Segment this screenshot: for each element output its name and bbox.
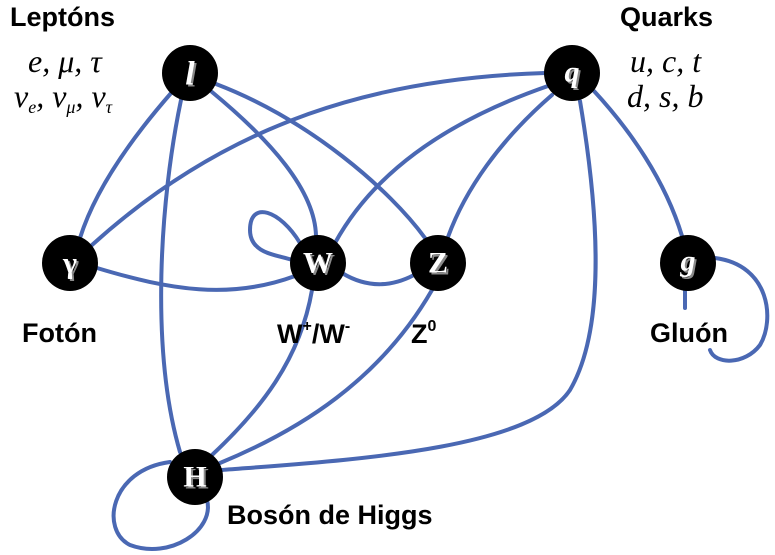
lepton-glyph: l (185, 56, 195, 93)
edge-quark-gluon (592, 89, 684, 238)
node-quark[interactable]: q q (544, 45, 600, 101)
node-photon[interactable]: γ γ (42, 235, 98, 291)
edges (78, 71, 770, 551)
edge-quark-z (446, 93, 554, 239)
node-lepton[interactable]: l l (162, 45, 218, 101)
node-higgs[interactable]: H H (167, 449, 223, 505)
edge-lepton-higgs (159, 98, 183, 454)
higgs-node-circle (167, 449, 223, 505)
quark-glyph: q (565, 56, 580, 89)
gluon-glyph-shadow: g (682, 247, 698, 280)
gluon-glyph: g (680, 245, 696, 278)
higgs-label: Bosón de Higgs (227, 500, 433, 530)
neutrino-mu: νμ (52, 78, 76, 117)
edge-lepton-w (210, 90, 318, 238)
edge-w-loop (247, 210, 302, 262)
w-glyph-shadow: W (305, 249, 335, 282)
lepton-node-circle (162, 45, 218, 101)
node-z-boson[interactable]: Z Z (410, 235, 466, 291)
leptons-charged-list: e, μ, τ (28, 43, 102, 79)
w-glyph: W (303, 247, 333, 280)
neutrino-e: νe (14, 78, 37, 117)
z-boson-label: Z0 (411, 318, 437, 349)
edge-w-higgs (210, 288, 314, 457)
quark-node-circle (544, 45, 600, 101)
edge-quark-photon (90, 71, 547, 247)
photon-glyph-shadow: γ (64, 249, 79, 282)
edge-gluon-loop (708, 256, 770, 363)
quarks-up-list: u, c, t (630, 43, 702, 79)
edge-w-z (340, 271, 416, 287)
higgs-glyph: H (183, 461, 206, 494)
z-glyph: Z (428, 247, 448, 280)
quarks-down-list: d, s, b (627, 78, 704, 114)
photon-node-circle (42, 235, 98, 291)
quarks-title: Quarks (620, 2, 714, 32)
z-glyph-shadow: Z (430, 249, 450, 282)
leptons-neutrino-list: νe, νμ, ντ (14, 78, 113, 117)
edge-quark-higgs (220, 99, 598, 472)
edge-lepton-z (214, 82, 427, 240)
photon-glyph: γ (62, 247, 77, 280)
w-node-circle (290, 235, 346, 291)
edge-photon-w (95, 266, 297, 292)
neutrino-tau: ντ (91, 78, 113, 117)
lepton-glyph-shadow: l (187, 58, 197, 95)
gluon-label: Gluón (650, 318, 728, 348)
leptons-title: Leptóns (10, 2, 115, 32)
node-w-boson[interactable]: W W (290, 235, 346, 291)
gluon-node-circle (660, 235, 716, 291)
higgs-glyph-shadow: H (185, 463, 208, 496)
edge-quark-w (333, 84, 550, 245)
edge-lepton-photon (78, 90, 174, 240)
quark-glyph-shadow: q (567, 58, 582, 91)
photon-label: Fotón (22, 318, 97, 348)
edge-z-higgs (218, 288, 434, 465)
w-boson-label: W+/W- (277, 318, 351, 349)
edge-higgs-loop (111, 460, 210, 551)
node-gluon[interactable]: g g (660, 235, 716, 291)
z-node-circle (410, 235, 466, 291)
